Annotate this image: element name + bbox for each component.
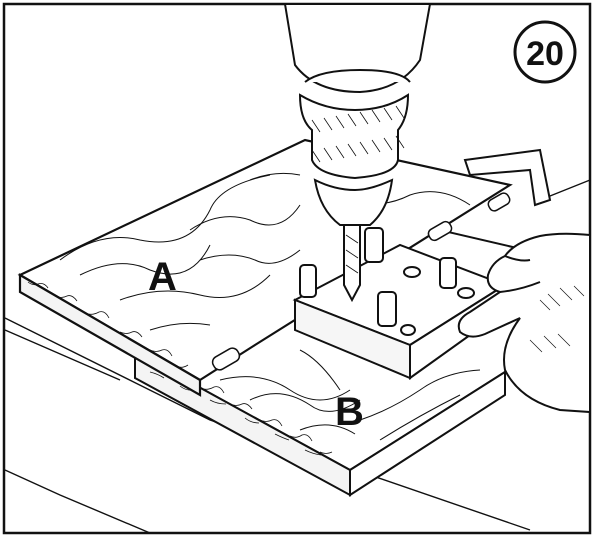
step-badge: 20 xyxy=(513,20,577,84)
dowel-pins xyxy=(211,192,511,371)
hand-icon xyxy=(457,232,591,414)
board-a-label: A xyxy=(148,255,177,299)
board-b-grain xyxy=(219,349,481,441)
drill-icon xyxy=(283,3,432,303)
doweling-jig-icon xyxy=(292,148,552,380)
hand-shading xyxy=(529,285,585,353)
board-b-label: B xyxy=(335,390,364,434)
chuck-knurl xyxy=(311,105,405,274)
step-number: 20 xyxy=(526,35,564,73)
board-a-end-grain xyxy=(27,281,189,368)
workbench xyxy=(4,179,591,534)
